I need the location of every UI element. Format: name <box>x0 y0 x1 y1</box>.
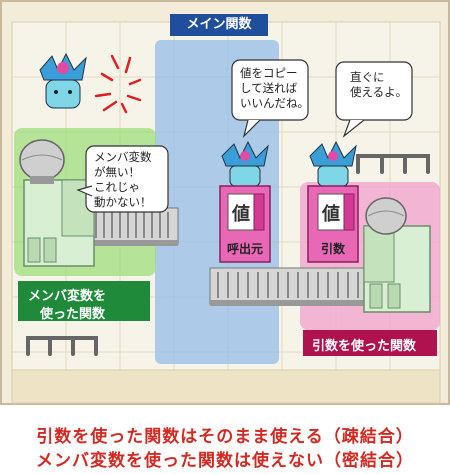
left-panel-label-line2: 使った関数 <box>40 307 106 322</box>
caption-line1: 引数を使った関数はそのまま使える（疎結合） <box>36 427 414 447</box>
conveyor-middle <box>209 267 367 306</box>
right-panel-label-box <box>303 330 437 356</box>
caller-robot <box>219 140 271 263</box>
floor-band <box>11 369 441 404</box>
left-panel-label-box <box>18 281 150 321</box>
caption-line2: メンバ変数を使った関数は使えない（密結合） <box>36 451 414 471</box>
mascot-icon <box>39 52 87 109</box>
bubble-left <box>76 145 169 213</box>
railing-top-right <box>356 154 430 174</box>
left-panel-label-line1: メンバ変数を <box>28 289 107 304</box>
bubble-right <box>335 61 413 138</box>
shock-lines <box>94 54 142 114</box>
bubble-middle-text: 値をコピー して送れば いいんだね。 <box>240 66 309 110</box>
railing-bottom-left <box>26 336 98 356</box>
right-panel-label: 引数を使った関数 <box>312 339 417 354</box>
argument-tag: 引数 <box>320 242 345 256</box>
argument-value-text: 値 <box>322 204 340 225</box>
bubble-middle <box>231 59 309 138</box>
bubble-right-text: 直ぐに 使えるよ。 <box>350 70 408 99</box>
caller-value-text: 値 <box>232 204 250 225</box>
machine-right <box>363 197 431 313</box>
conveyor-left <box>87 207 179 246</box>
argument-robot <box>307 140 359 263</box>
caller-tag: 呼出元 <box>226 242 263 256</box>
main-function-label: メイン関数 <box>170 14 268 36</box>
bubble-left-text: メンバ変数 が無い！ これじゃ 動かない！ <box>94 150 152 209</box>
